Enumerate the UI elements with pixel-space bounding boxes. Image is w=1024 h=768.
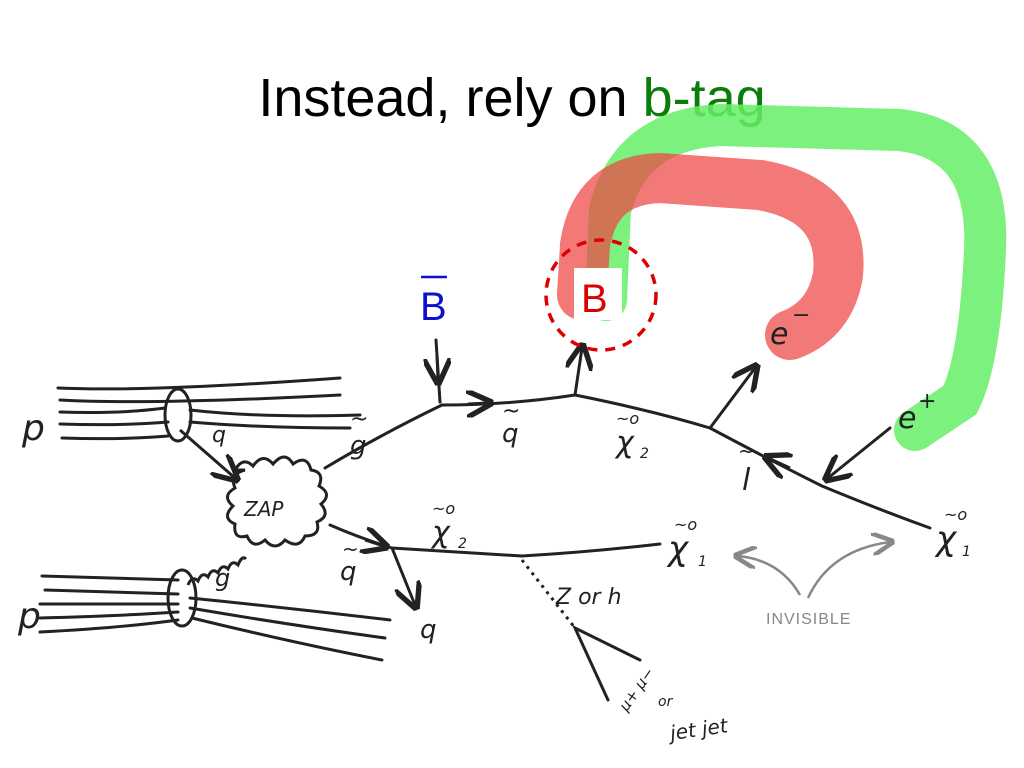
quark-out-label: q [420,615,437,645]
or-label: or [658,694,674,710]
neutralino2-top-line [573,393,712,430]
gluon-in-line [186,556,248,586]
squark-bottom-label: q [340,557,357,587]
proton-top-label: p [21,408,45,449]
neutralino1-bottom-label: χ [666,529,690,569]
neutralino2-top-sup: ~o [616,409,639,428]
squark-bottom-arrow [365,540,384,546]
zap-blob [226,455,328,548]
neutralino2-bottom-sup: ~o [432,499,455,518]
slepton-line [708,426,824,488]
invisible-arrow-right [806,542,890,599]
gluino-label: g [350,431,367,461]
title-prefix: Instead, rely on [258,68,643,128]
quark-in-line [179,428,235,478]
b-label-box [574,268,622,320]
neutralino1-bottom-sup: ~o [674,515,697,534]
mu-pair-label: μ+ μ− [615,664,658,715]
b-line [575,348,582,397]
b-label: B [581,277,608,321]
neutralino2-bottom-label: χ [430,515,451,550]
quark-out-line [390,546,415,605]
muon-cone [571,624,642,702]
slepton-arrow [768,458,790,468]
gluino-tilde: ~ [350,407,368,432]
slepton-tilde: ~ [738,439,755,463]
slide-title: Instead, rely on b-tag [0,62,1024,134]
neutralino2-top-sub: 2 [640,446,649,462]
squark-top-arrow [468,403,488,404]
squark-bottom-tilde: ~ [342,537,359,561]
neutralino2-bottom-sub: 2 [458,536,467,552]
z-or-h-label: Z or h [555,585,622,610]
electron-plus-line [828,426,892,478]
squark-top-label: q [502,419,519,449]
neutralino1-bottom-line [520,542,662,558]
electron-plus-sup: + [918,389,936,414]
green-band [585,103,1007,451]
neutralino1-right-line [820,484,932,530]
electron-minus-line [708,368,755,430]
squark-top-tilde: ~ [502,399,520,424]
neutralino2-top-label: χ [614,425,635,460]
bbar-label: B [420,285,447,329]
squark-top-line [440,393,577,407]
bbar-arrow [437,354,438,380]
neutralino1-bottom-sub: 1 [698,554,707,570]
invisible-arrow-left [738,556,802,596]
dashed-circle-icon [544,238,658,352]
neutralino1-right-sub: 1 [962,544,971,560]
gluon-in-label: g [215,564,230,592]
electron-plus-label: e [898,401,916,436]
neutralino2-bottom-line [390,546,524,558]
gluino-line [323,403,444,470]
quark-in-label: q [212,423,226,448]
proton-beam-top [56,376,362,443]
zap-label: ZAP [243,497,284,521]
proton-beam-bottom [38,568,392,662]
neutralino1-right-sup: ~o [944,505,967,524]
electron-minus-label: e [770,317,788,352]
neutralino1-right-label: χ [934,519,958,559]
red-band [557,152,864,360]
invisible-label: INVISIBLE [766,611,851,628]
electron-minus-sup: − [792,303,810,328]
jet-pair-label: jet jet [666,713,731,745]
proton-bottom-label: p [17,596,41,637]
slepton-label: l [742,463,751,498]
